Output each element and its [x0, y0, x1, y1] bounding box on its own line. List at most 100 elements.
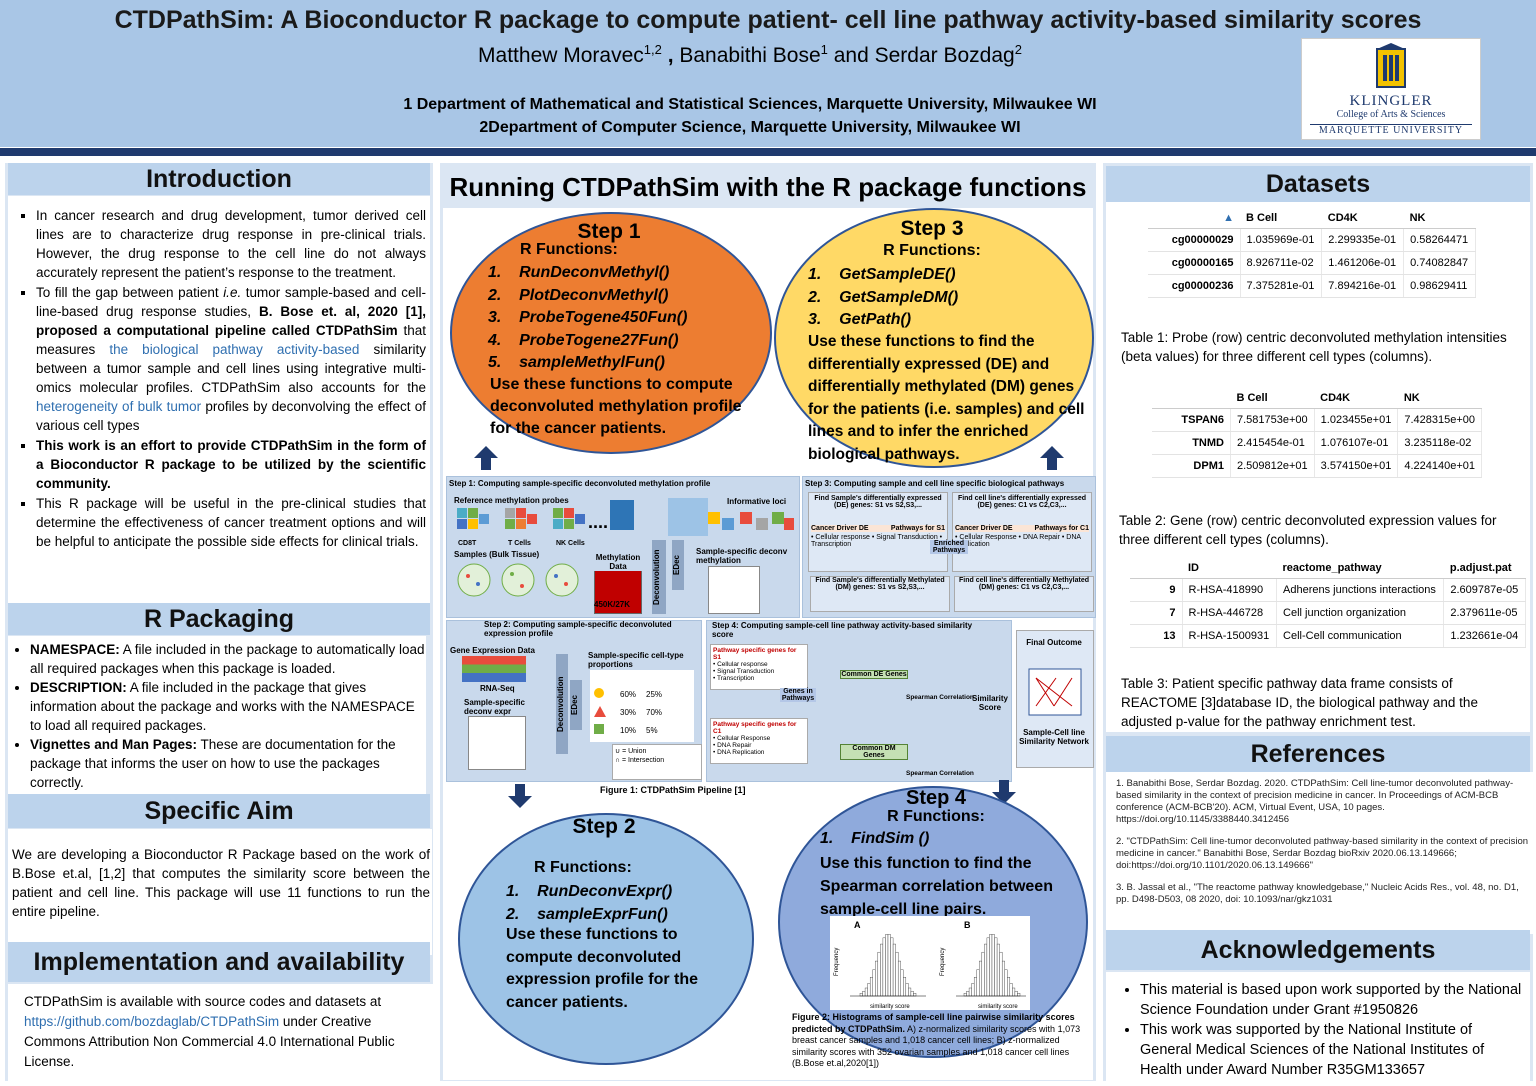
histogram-bar [872, 969, 876, 997]
histogram-bar [1012, 987, 1016, 997]
find-dm-cell: Find cell line's differentially Methylat… [954, 576, 1094, 612]
histogram-bar [887, 934, 891, 997]
histogram-bar [862, 990, 866, 997]
step1-ellipse [450, 212, 772, 454]
table3-caption: Table 3: Patient specific pathway data f… [1121, 676, 1478, 729]
cell-type-pentagon-icon [594, 724, 604, 734]
implementation-body: CTDPathSim is available with source code… [8, 984, 438, 1084]
histogram-bar [1017, 993, 1021, 997]
pw-s-item-2: • Signal Transduction [713, 668, 775, 675]
step2-functions: 1. RunDeconvExpr() 2. sampleExprFun() [506, 880, 672, 926]
table2-caption: Table 2: Gene (row) centric deconvoluted… [1119, 513, 1497, 547]
packaging-heading: R Packaging [8, 603, 430, 635]
step3-desc: Use these functions to find the differen… [808, 333, 1085, 463]
find-de-cell-box: Find cell line's differentially expresse… [952, 492, 1092, 572]
fig1-step4-title: Step 4: Computing sample-cell line pathw… [712, 621, 973, 639]
intro-bullet-2: To fill the gap between patient i.e. tum… [36, 283, 426, 435]
logo: KLINGLER College of Arts & Sciences MARQ… [1301, 38, 1481, 140]
middle-heading: Running CTDPathSim with the R package fu… [443, 166, 1093, 208]
label-nkcells: NK Cells [556, 540, 585, 547]
pw-s-item-1: • Cellular response [713, 661, 768, 668]
introduction-heading: Introduction [8, 163, 430, 195]
aim-heading: Specific Aim [8, 794, 430, 828]
pathway-genes-c: Pathway specific genes for C1 • Cellular… [710, 718, 808, 764]
step2-sub: R Functions: [534, 859, 632, 876]
network-label: Sample-Cell line Similarity Network [1019, 728, 1089, 746]
histogram-bar [867, 983, 871, 997]
histogram-bar [999, 951, 1003, 997]
histogram-bar [989, 934, 993, 997]
histogram-bar [991, 934, 995, 997]
histogram-bar [897, 960, 901, 997]
fig1-step3-title: Step 3: Computing sample and cell line s… [805, 479, 1065, 488]
histogram-bar [986, 937, 990, 997]
authors: Matthew Moravec1,2 , Banabithi Bose1 and… [0, 42, 1500, 68]
implementation-heading: Implementation and availability [8, 942, 430, 982]
t3-col-2: reactome_pathway [1276, 558, 1444, 579]
table1-caption: Table 1: Probe (row) centric deconvolute… [1121, 330, 1507, 364]
histogram-bar [976, 969, 980, 997]
step2-fn-2: 2. sampleExprFun() [506, 906, 668, 923]
histogram-bar [968, 987, 972, 997]
step4-functions: 1. FindSim () [820, 830, 930, 847]
histogram-bar [890, 937, 894, 997]
step1-desc: Use these functions to compute deconvolu… [490, 376, 742, 437]
step2-fn-1: 1. RunDeconvExpr() [506, 883, 673, 900]
common-dm-genes: Common DM Genes [840, 744, 908, 760]
bulk-sample-circles [457, 563, 579, 597]
final-outcome: Final Outcome [1026, 638, 1082, 647]
pw-s-item-3: • Transcription [713, 675, 755, 682]
histogram-bar [966, 990, 970, 997]
histogram-bar [875, 960, 879, 997]
xlabel-a: similarity score [870, 1004, 910, 1010]
histogram-bar [994, 937, 998, 997]
figure2-histograms: A B Frequency Frequency similarity score… [830, 916, 1030, 1010]
poster-title: CTDPathSim: A Bioconductor R package to … [114, 6, 1422, 34]
datasets-heading: Datasets [1106, 166, 1530, 202]
prop-3-s2: 5% [646, 726, 658, 735]
panel-a-label: A [854, 920, 861, 930]
author-sep: , [661, 44, 680, 67]
step2-ellipse [458, 813, 754, 1065]
fig1-ssdm: Sample-specific deconv methylation [696, 547, 788, 565]
histogram-bar [913, 993, 917, 997]
intro-bullet-1: In cancer research and drug development,… [36, 206, 426, 282]
cell-type-proportion-table: 60% 25% 30% 70% 10% 5% [590, 670, 694, 742]
packaging-item-namespace: NAMESPACE: A file included in the packag… [30, 640, 426, 678]
fig1-deconvolution: Deconvolution [652, 540, 666, 614]
histogram-bar [880, 943, 884, 997]
legend-intersection: ∩ = Intersection [615, 757, 665, 764]
introduction-body: In cancer research and drug development,… [8, 196, 430, 612]
prop-2-s1: 30% [620, 708, 637, 717]
probe-matrix [610, 500, 634, 530]
step1-fn-4: 4. ProbeTogene27Fun() [488, 331, 679, 349]
fig1-rnaseq: RNA-Seq [480, 684, 515, 693]
reference-3: 3. B. Jassal et al., "The reactome pathw… [1116, 882, 1519, 905]
informative-loci-matrix [668, 498, 708, 536]
prop-3-s1: 10% [620, 726, 637, 735]
t2-col-2: CD4K [1314, 388, 1398, 409]
pw-c-head: Pathway specific genes for C1 [713, 721, 797, 735]
figure2-caption: Figure 2: Histograms of sample-cell line… [792, 1012, 1081, 1068]
step1-fn-2: 2. PlotDeconvMethyl() [488, 286, 669, 304]
cell-type-triangle-icon [594, 706, 606, 717]
affiliation-2: 2Department of Computer Science, Marquet… [479, 119, 1021, 136]
github-link[interactable]: https://github.com/bozdaglab/CTDPathSim [24, 1014, 280, 1029]
histogram-bar [981, 951, 985, 997]
cancer-driver-de-c: Cancer Driver DE [955, 525, 1013, 532]
step1-sub: R Functions: [520, 241, 618, 258]
ack-item-2: This work was supported by the National … [1140, 1020, 1524, 1080]
prop-2-s2: 70% [646, 708, 663, 717]
histogram-bar [973, 977, 977, 997]
similarity-network-icon [1028, 668, 1082, 716]
step3-title: Step 3 [900, 217, 964, 240]
pathways-for-s: Pathways for S1 [890, 525, 945, 532]
step1-title: Step 1 [577, 220, 641, 243]
fig1-ss-prop: Sample-specific cell-type proportions [588, 651, 684, 669]
